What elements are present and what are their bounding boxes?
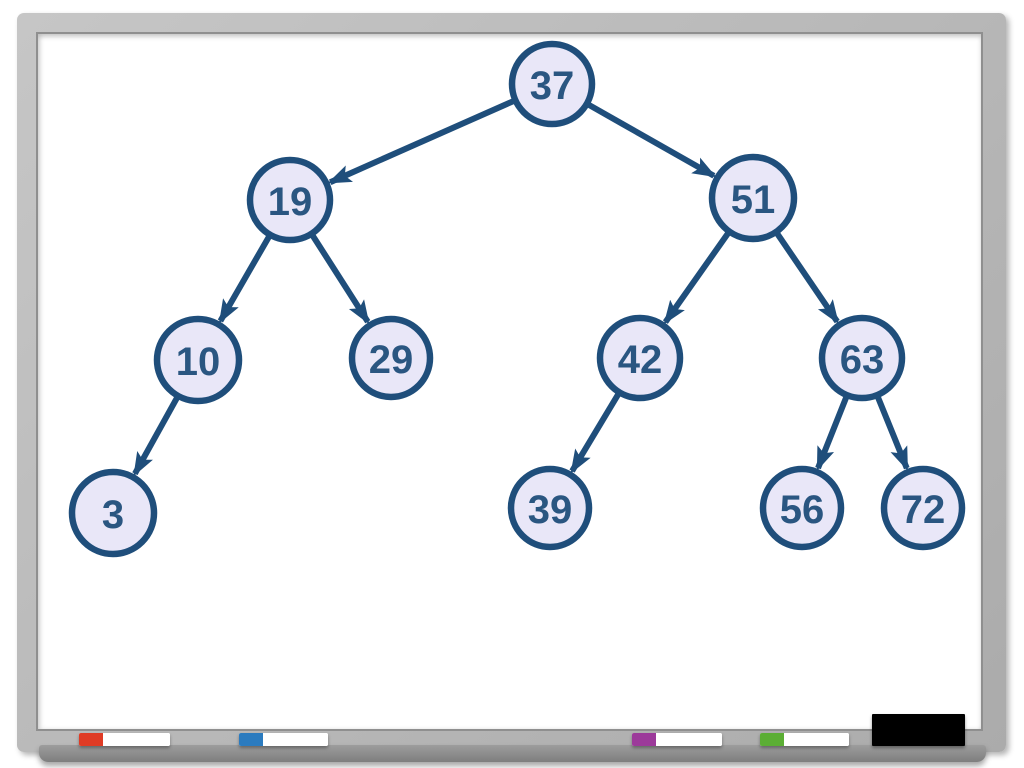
- purple-marker: [632, 733, 722, 746]
- node-circle-72: [880, 465, 966, 551]
- node-circle-19: [246, 156, 334, 244]
- tree-node-42: 42: [596, 314, 684, 402]
- tree-edge-19-10: [217, 233, 273, 324]
- node-circle-10: [153, 315, 243, 405]
- red-marker: [79, 733, 170, 746]
- node-value-3: 3: [102, 493, 124, 537]
- node-circle-56: [759, 465, 845, 551]
- marker-tray: [39, 745, 986, 762]
- tree-edges: [132, 97, 910, 477]
- tree-node-3: 3: [68, 468, 158, 558]
- green-marker-body: [784, 733, 849, 746]
- node-circle-39: [507, 465, 593, 551]
- tree-edge-19-29: [308, 232, 371, 325]
- node-value-29: 29: [369, 338, 414, 382]
- tree-edge-63-72: [874, 393, 910, 471]
- node-circle-51: [708, 153, 798, 243]
- node-value-63: 63: [840, 338, 885, 382]
- tree-node-10: 10: [153, 315, 243, 405]
- node-circle-37: [508, 40, 596, 128]
- blue-marker: [239, 733, 328, 746]
- green-marker: [760, 733, 849, 746]
- purple-marker-cap: [632, 733, 656, 746]
- purple-marker-body: [656, 733, 722, 746]
- node-value-42: 42: [618, 338, 663, 382]
- node-value-19: 19: [268, 180, 313, 224]
- tree-node-29: 29: [348, 315, 434, 401]
- tree-edge-63-56: [815, 393, 850, 471]
- node-value-39: 39: [528, 488, 573, 532]
- node-value-51: 51: [731, 178, 776, 222]
- tree-node-37: 37: [508, 40, 596, 128]
- tree-edge-51-63: [773, 230, 840, 325]
- tree-edge-37-19: [327, 97, 517, 185]
- green-marker-cap: [760, 733, 784, 746]
- tree-edge-10-3: [132, 394, 181, 477]
- eraser: [872, 714, 965, 746]
- red-marker-body: [103, 733, 170, 746]
- tree-edge-37-51: [585, 101, 717, 179]
- red-marker-cap: [79, 733, 103, 746]
- blue-marker-cap: [239, 733, 263, 746]
- tree-node-51: 51: [708, 153, 798, 243]
- tree-edge-51-42: [662, 229, 732, 325]
- node-value-10: 10: [176, 340, 221, 384]
- tree-node-63: 63: [818, 314, 906, 402]
- node-value-37: 37: [530, 64, 575, 108]
- tree-edge-42-39: [569, 390, 622, 474]
- tree-node-56: 56: [759, 465, 845, 551]
- node-circle-29: [348, 315, 434, 401]
- node-circle-3: [68, 468, 158, 558]
- node-circle-42: [596, 314, 684, 402]
- tree-node-19: 19: [246, 156, 334, 244]
- tree-nodes: 37 19 51 10 29 42 63 3 39 56 72: [68, 40, 966, 558]
- tree-node-39: 39: [507, 465, 593, 551]
- node-value-56: 56: [780, 488, 825, 532]
- blue-marker-body: [263, 733, 328, 746]
- node-circle-63: [818, 314, 906, 402]
- tree-node-72: 72: [880, 465, 966, 551]
- node-value-72: 72: [901, 488, 946, 532]
